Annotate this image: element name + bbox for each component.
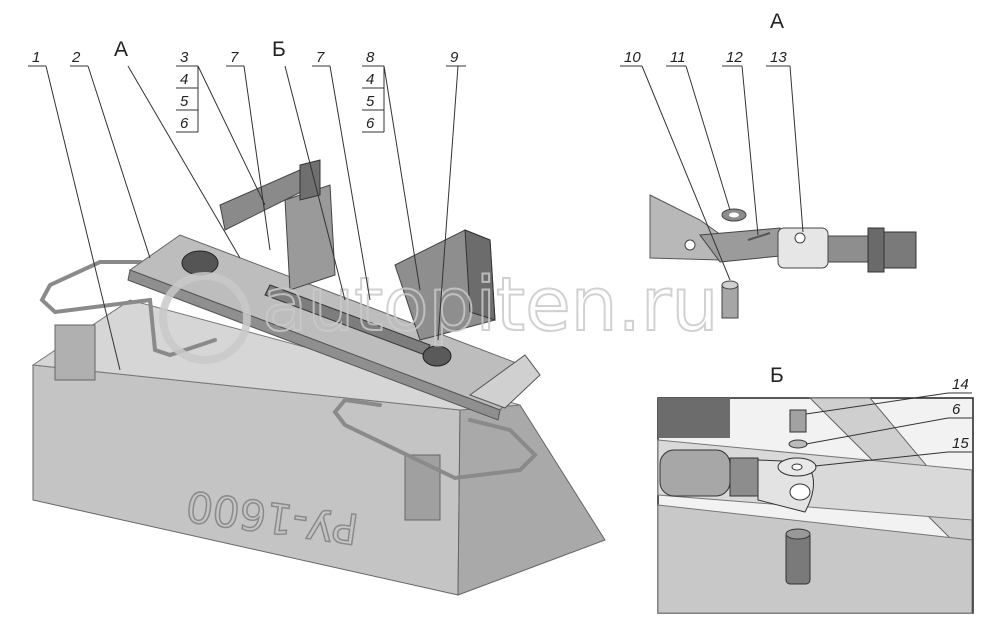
watermark-text: autopiten.ru [262,262,718,348]
detail-b-label: Б [770,364,784,387]
callout-1: 1 [32,49,40,66]
callout-6: 6 [180,115,189,132]
callout-15: 15 [952,435,969,452]
view-label-b: Б [272,38,286,61]
callout-3: 3 [180,49,189,66]
view-label-a: А [114,38,128,61]
callout-11: 11 [670,49,686,66]
callout-4: 4 [180,71,188,88]
mounting-brackets [54,324,441,521]
main-leaders [28,65,466,371]
wire-handles [39,260,538,481]
callout-7: 7 [230,49,239,66]
callout-2: 2 [71,49,81,66]
detail-b: Б 14 6 15 [657,364,974,614]
detail-a: А 10 11 12 13 [620,10,917,319]
callout-14: 14 [952,376,969,393]
callout-4-second: 4 [366,71,374,88]
sector-scale [468,354,541,409]
main-callouts: 1 2 А 3 4 5 6 7 Б 7 8 4 5 6 9 [32,38,459,132]
callout-8: 8 [366,49,375,66]
callout-9: 9 [450,49,459,66]
callout-5-second: 5 [366,93,375,110]
callout-6-second: 6 [366,115,375,132]
callout-13: 13 [770,49,787,66]
callout-5: 5 [180,93,189,110]
callout-6-detail: 6 [952,401,961,418]
callout-12: 12 [726,49,743,66]
callout-10: 10 [624,49,641,66]
watermark: autopiten.ru [159,261,719,364]
detail-a-label: А [770,10,784,33]
callout-7-second: 7 [316,49,325,66]
cylinder-rod [181,250,452,367]
